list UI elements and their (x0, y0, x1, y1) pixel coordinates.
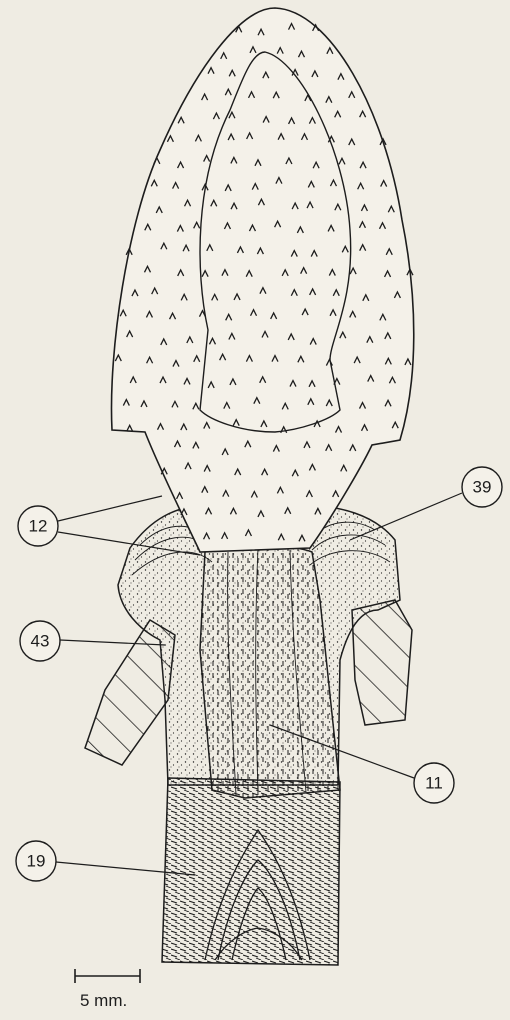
lower-stem (162, 778, 340, 965)
label-43: 43 (31, 632, 50, 651)
upper-leaf-outer (111, 8, 413, 552)
label-12: 12 (29, 517, 48, 536)
label-19: 19 (27, 852, 46, 871)
label-39: 39 (473, 478, 492, 497)
right-hatched-leaf (352, 600, 412, 725)
label-11: 11 (425, 774, 443, 793)
scale-label: 5 mm. (80, 991, 127, 1010)
scale-bar (75, 969, 140, 983)
